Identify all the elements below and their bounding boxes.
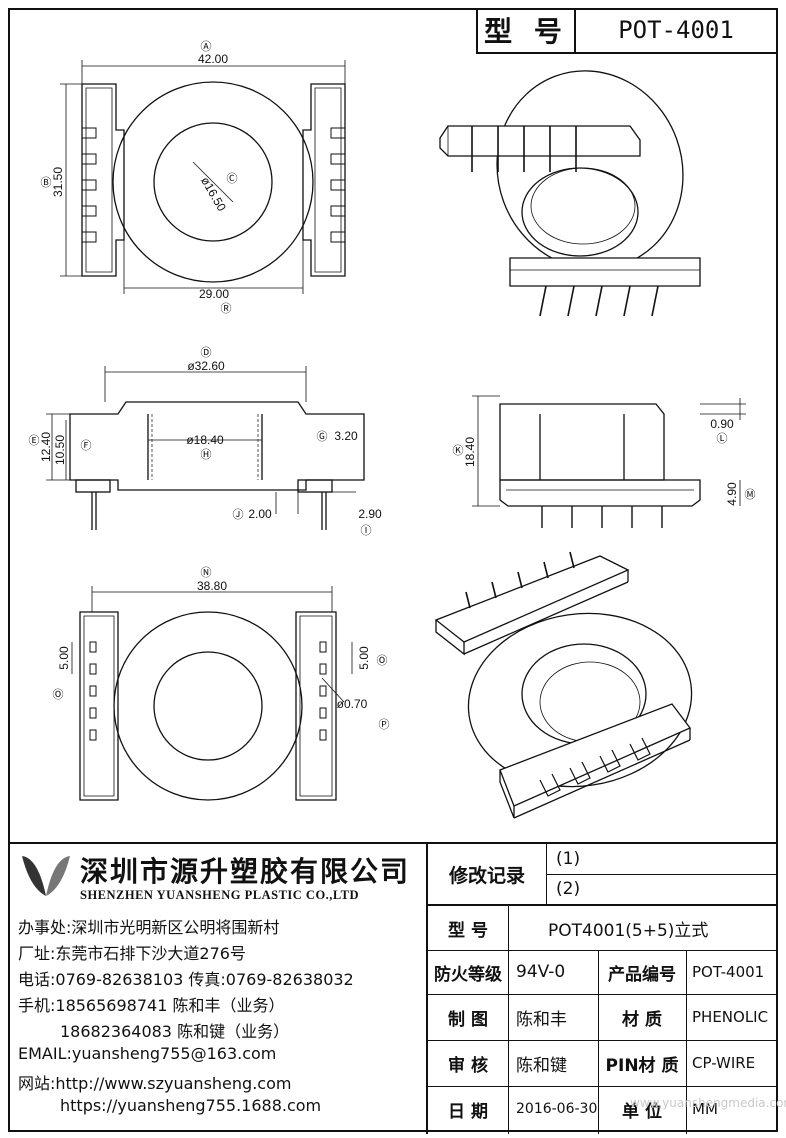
dim-R: 29.00 [199,287,229,301]
date-label: 日 期 [448,1101,488,1122]
unit-label: 单 位 [622,1101,662,1122]
side-view [46,366,365,530]
fire-value: 94V-0 [516,962,566,982]
dim-D: ø32.60 [187,359,225,373]
drawn-value: 陈和丰 [516,1009,567,1030]
label-G: Ⓖ [317,430,328,443]
label-B: Ⓑ [41,176,52,189]
bottom-view [71,586,353,801]
drawing-sheet [8,8,778,1132]
label-O-left: Ⓞ [53,688,64,701]
phone-fax: 电话:0769-82638103 传真:0769-82638032 [18,970,354,989]
model-value: POT4001(5+5)立式 [548,920,709,941]
factory-address: 厂址:东莞市石排下沙大道276号 [18,944,246,963]
office-address: 办事处:深圳市光明新区公明将围新村 [18,918,280,937]
unit-value: MM [692,1100,718,1118]
company-name-cn: 深圳市源升塑胶有限公司 [80,855,411,888]
company-name-en: SHENZHEN YUANSHENG PLASTIC CO.,LTD [80,888,359,902]
dim-P: ø0.70 [337,697,368,711]
label-A: Ⓐ [201,40,212,53]
title-block: 型 号 POT-4001 [476,8,778,54]
iso-view-bottom [434,551,693,819]
dim-O-left: 5.00 [57,646,71,670]
mobile-2: 18682364083 陈和键（业务） [60,1022,290,1041]
website-2: https://yuansheng755.1688.com [60,1096,322,1115]
top-view [60,60,346,294]
end-view [472,395,746,528]
code-value: POT-4001 [692,963,765,981]
label-C: Ⓒ [227,172,238,185]
revision-2: (2) [556,879,581,899]
dim-J: 2.00 [248,507,272,521]
dim-C: ø16.50 [198,174,229,214]
label-H: Ⓗ [201,448,212,461]
pin-material-value: CP-WIRE [692,1054,756,1072]
dim-G: 3.20 [334,429,358,443]
website-1: 网站:http://www.szyuansheng.com [18,1074,292,1093]
mobile-1: 手机:18565698741 陈和丰（业务） [18,996,285,1015]
dim-O-right: 5.00 [357,646,371,670]
label-P: Ⓟ [379,718,390,731]
check-label: 审 核 [448,1055,488,1076]
company-logo [22,856,70,896]
material-value: PHENOLIC [692,1008,769,1026]
technical-drawing: Ⓐ 42.00 Ⓑ 31.50 Ⓒ ø16.50 29.00 Ⓡ Ⓓ ø32.6… [29,40,756,819]
title-value: POT-4001 [618,16,734,44]
label-J: Ⓙ [233,508,244,521]
fire-label: 防火等级 [434,964,502,985]
label-D: Ⓓ [201,346,212,359]
label-L: Ⓛ [717,432,728,445]
label-K: Ⓚ [453,444,464,457]
dim-B: 31.50 [51,167,65,197]
dim-E: 12.40 [39,432,53,462]
dim-M: 4.90 [725,482,739,506]
email: EMAIL:yuansheng755@163.com [18,1044,277,1063]
drawn-label: 制 图 [448,1009,488,1030]
label-I: Ⓘ [361,524,372,537]
check-value: 陈和键 [516,1055,567,1076]
code-label: 产品编号 [608,964,676,985]
watermark: www.yuanshengmedia.com [630,1096,786,1110]
dim-L: 0.90 [710,417,734,431]
dim-A: 42.00 [198,52,228,66]
dim-I: 2.90 [358,507,382,521]
dim-N: 38.80 [197,579,227,593]
footer-block: 深圳市源升塑胶有限公司 SHENZHEN YUANSHENG PLASTIC C… [8,842,778,1134]
dim-K: 18.40 [463,437,477,467]
pin-material-label: PIN材 质 [605,1055,679,1076]
label-N: Ⓝ [201,566,212,579]
label-M: Ⓜ [745,488,756,501]
label-F: Ⓕ [81,439,92,452]
label-E: Ⓔ [29,434,40,447]
iso-view-top [439,70,701,317]
material-label: 材 质 [622,1009,662,1030]
model-label: 型 号 [448,920,488,941]
company-header: 深圳市源升塑胶有限公司 SHENZHEN YUANSHENG PLASTIC C… [8,844,428,908]
revision-1: (1) [556,849,581,869]
date-value: 2016-06-30 [516,1101,598,1117]
label-O-right: Ⓞ [377,654,388,667]
revision-label: 修改记录 [448,864,525,887]
label-R: Ⓡ [221,302,232,315]
dim-H: ø18.40 [186,433,224,447]
title-label: 型 号 [478,8,576,52]
dim-F: 10.50 [53,435,67,465]
